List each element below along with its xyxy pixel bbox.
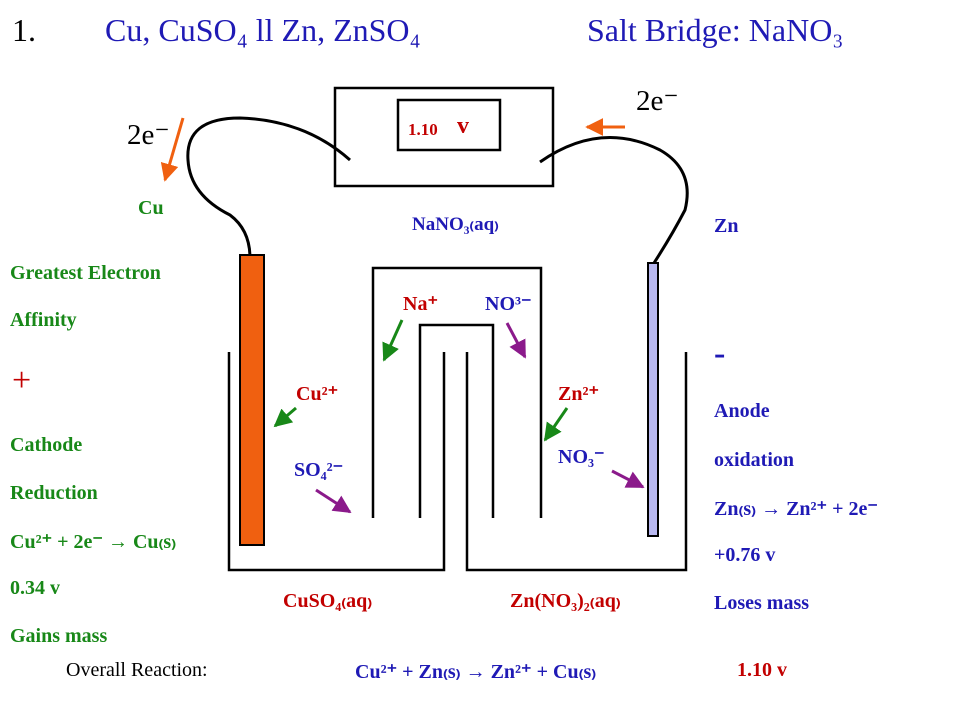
na-arrow xyxy=(382,319,404,362)
cathode-solution: CuSO₄₍aq₎ xyxy=(283,590,373,612)
right-beaker xyxy=(465,352,688,572)
cathode-potential: 0.34 v xyxy=(10,577,60,599)
salt-bridge-solution: NaNO₃₍aq₎ xyxy=(412,214,499,235)
cathode-type: Cathode xyxy=(10,434,83,456)
left-beaker xyxy=(227,352,446,572)
voltmeter-reading-unit: v xyxy=(457,113,469,139)
cathode-ion-so4: SO₄²⁻ xyxy=(294,459,344,481)
left-wire xyxy=(186,116,351,259)
copper-electrode xyxy=(239,254,265,546)
title-cell-notation: Cu, CuSO₄ ll Zn, ZnSO₄ xyxy=(105,12,421,48)
overall-voltage: 1.10 v xyxy=(737,659,787,681)
right-wire xyxy=(539,136,689,264)
salt-bridge-tube xyxy=(371,266,543,518)
overall-label: Overall Reaction: xyxy=(66,659,208,681)
anode-ion-zn: Zn²⁺ xyxy=(558,383,600,405)
so4-arrow xyxy=(315,488,352,514)
cathode-mass-change: Gains mass xyxy=(10,625,108,647)
cathode-note-2: Affinity xyxy=(10,309,77,331)
no3-zn-arrow xyxy=(611,469,645,489)
zn-ion-arrow xyxy=(543,407,569,442)
title-number: 1. xyxy=(12,12,36,48)
anode-half-reaction: Zn₍s₎ → Zn²⁺ + 2e⁻ xyxy=(714,498,878,520)
cu-ion-arrow xyxy=(273,406,297,428)
anode-metal: Zn xyxy=(714,215,739,237)
zinc-electrode xyxy=(647,262,659,537)
voltmeter-display xyxy=(396,98,502,152)
anode-mass-change: Loses mass xyxy=(714,592,810,614)
no3-bridge-arrow xyxy=(505,322,527,359)
left-electron-arrow xyxy=(160,117,185,182)
overall-equation: Cu²⁺ + Zn₍s₎ → Zn²⁺ + Cu₍s₎ xyxy=(355,661,597,683)
bridge-anion: NO³⁻ xyxy=(485,293,532,315)
cathode-note-1: Greatest Electron xyxy=(10,262,161,284)
voltmeter-reading-value: 1.10 xyxy=(408,120,438,139)
voltmeter-body xyxy=(333,86,555,188)
anode-ion-no3: NO₃⁻ xyxy=(558,446,605,468)
anode-potential: +0.76 v xyxy=(714,544,776,566)
cathode-sign: + xyxy=(12,362,32,399)
title-salt-bridge: Salt Bridge: NaNO₃ xyxy=(587,12,844,48)
anode-type: Anode xyxy=(714,400,770,422)
right-electron-label: 2e⁻ xyxy=(636,85,679,117)
anode-process: oxidation xyxy=(714,449,795,471)
left-electron-label: 2e⁻ xyxy=(127,119,170,151)
cathode-half-reaction: Cu²⁺ + 2e⁻ → Cu₍s₎ xyxy=(10,531,177,553)
anode-sign: - xyxy=(714,335,726,372)
cathode-metal: Cu xyxy=(138,197,164,219)
bridge-cation: Na⁺ xyxy=(403,293,438,315)
cathode-ion-cu: Cu²⁺ xyxy=(296,383,339,405)
anode-solution: Zn(NO₃)₂₍aq₎ xyxy=(510,590,621,612)
cathode-process: Reduction xyxy=(10,482,98,504)
